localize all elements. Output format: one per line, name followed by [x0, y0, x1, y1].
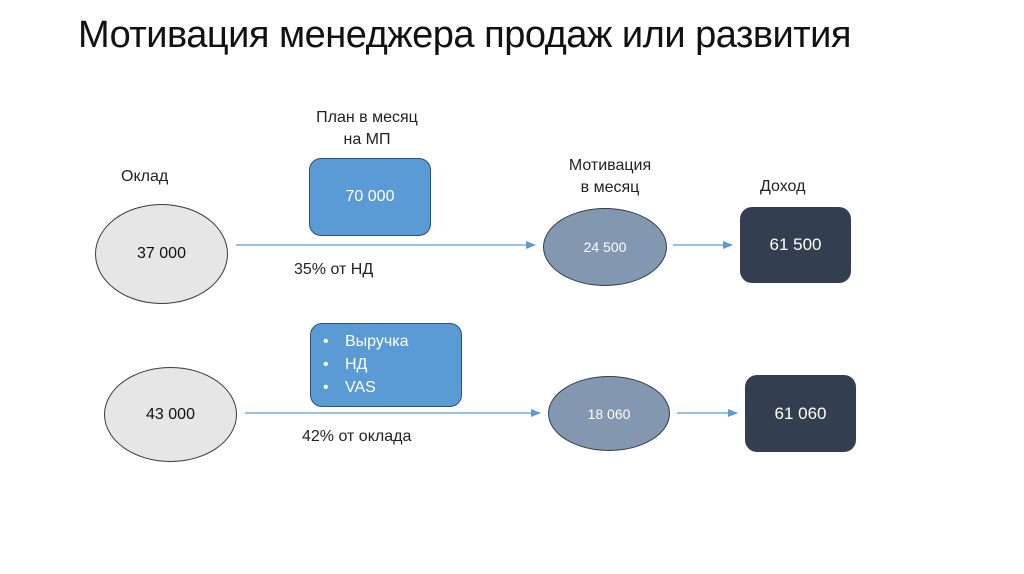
income-value: 61 500 — [769, 235, 822, 254]
metric-item: •VAS — [323, 376, 461, 399]
income-label: Доход — [760, 178, 806, 195]
salary-value: 37 000 — [137, 245, 186, 262]
plan-label: План в месяц на МП — [303, 107, 431, 151]
plan-label-line2: на МП — [343, 131, 391, 148]
salary-ellipse-row1: 37 000 — [95, 204, 228, 304]
page-title: Мотивация менеджера продаж или развития — [78, 14, 852, 56]
income-box-row2: 61 060 — [745, 375, 856, 452]
rate-label-row1: 35% от НД — [294, 261, 374, 278]
income-box-row1: 61 500 — [740, 207, 851, 283]
motivation-label-line2: в месяц — [580, 179, 640, 196]
motivation-value: 24 500 — [583, 239, 627, 255]
salary-ellipse-row2: 43 000 — [104, 367, 237, 462]
plan-value: 70 000 — [345, 188, 395, 205]
bullet-icon: • — [323, 379, 329, 396]
metric-item: •Выручка — [323, 330, 461, 353]
rate-label-row2: 42% от оклада — [302, 428, 412, 445]
bullet-icon: • — [323, 333, 329, 350]
metric-item: •НД — [323, 353, 461, 376]
salary-value: 43 000 — [146, 405, 195, 423]
salary-label: Оклад — [121, 168, 169, 185]
plan-box: 70 000 — [309, 158, 431, 236]
bullet-icon: • — [323, 356, 329, 373]
motivation-label-line1: Мотивация — [568, 157, 652, 174]
motivation-value: 18 060 — [587, 405, 631, 422]
income-value: 61 060 — [774, 403, 827, 423]
motivation-ellipse-row1: 24 500 — [543, 208, 667, 286]
plan-label-line1: План в месяц — [316, 109, 418, 126]
motivation-label: Мотивация в месяц — [547, 155, 673, 199]
metrics-box: •Выручка •НД •VAS — [310, 323, 462, 407]
motivation-ellipse-row2: 18 060 — [548, 376, 670, 451]
